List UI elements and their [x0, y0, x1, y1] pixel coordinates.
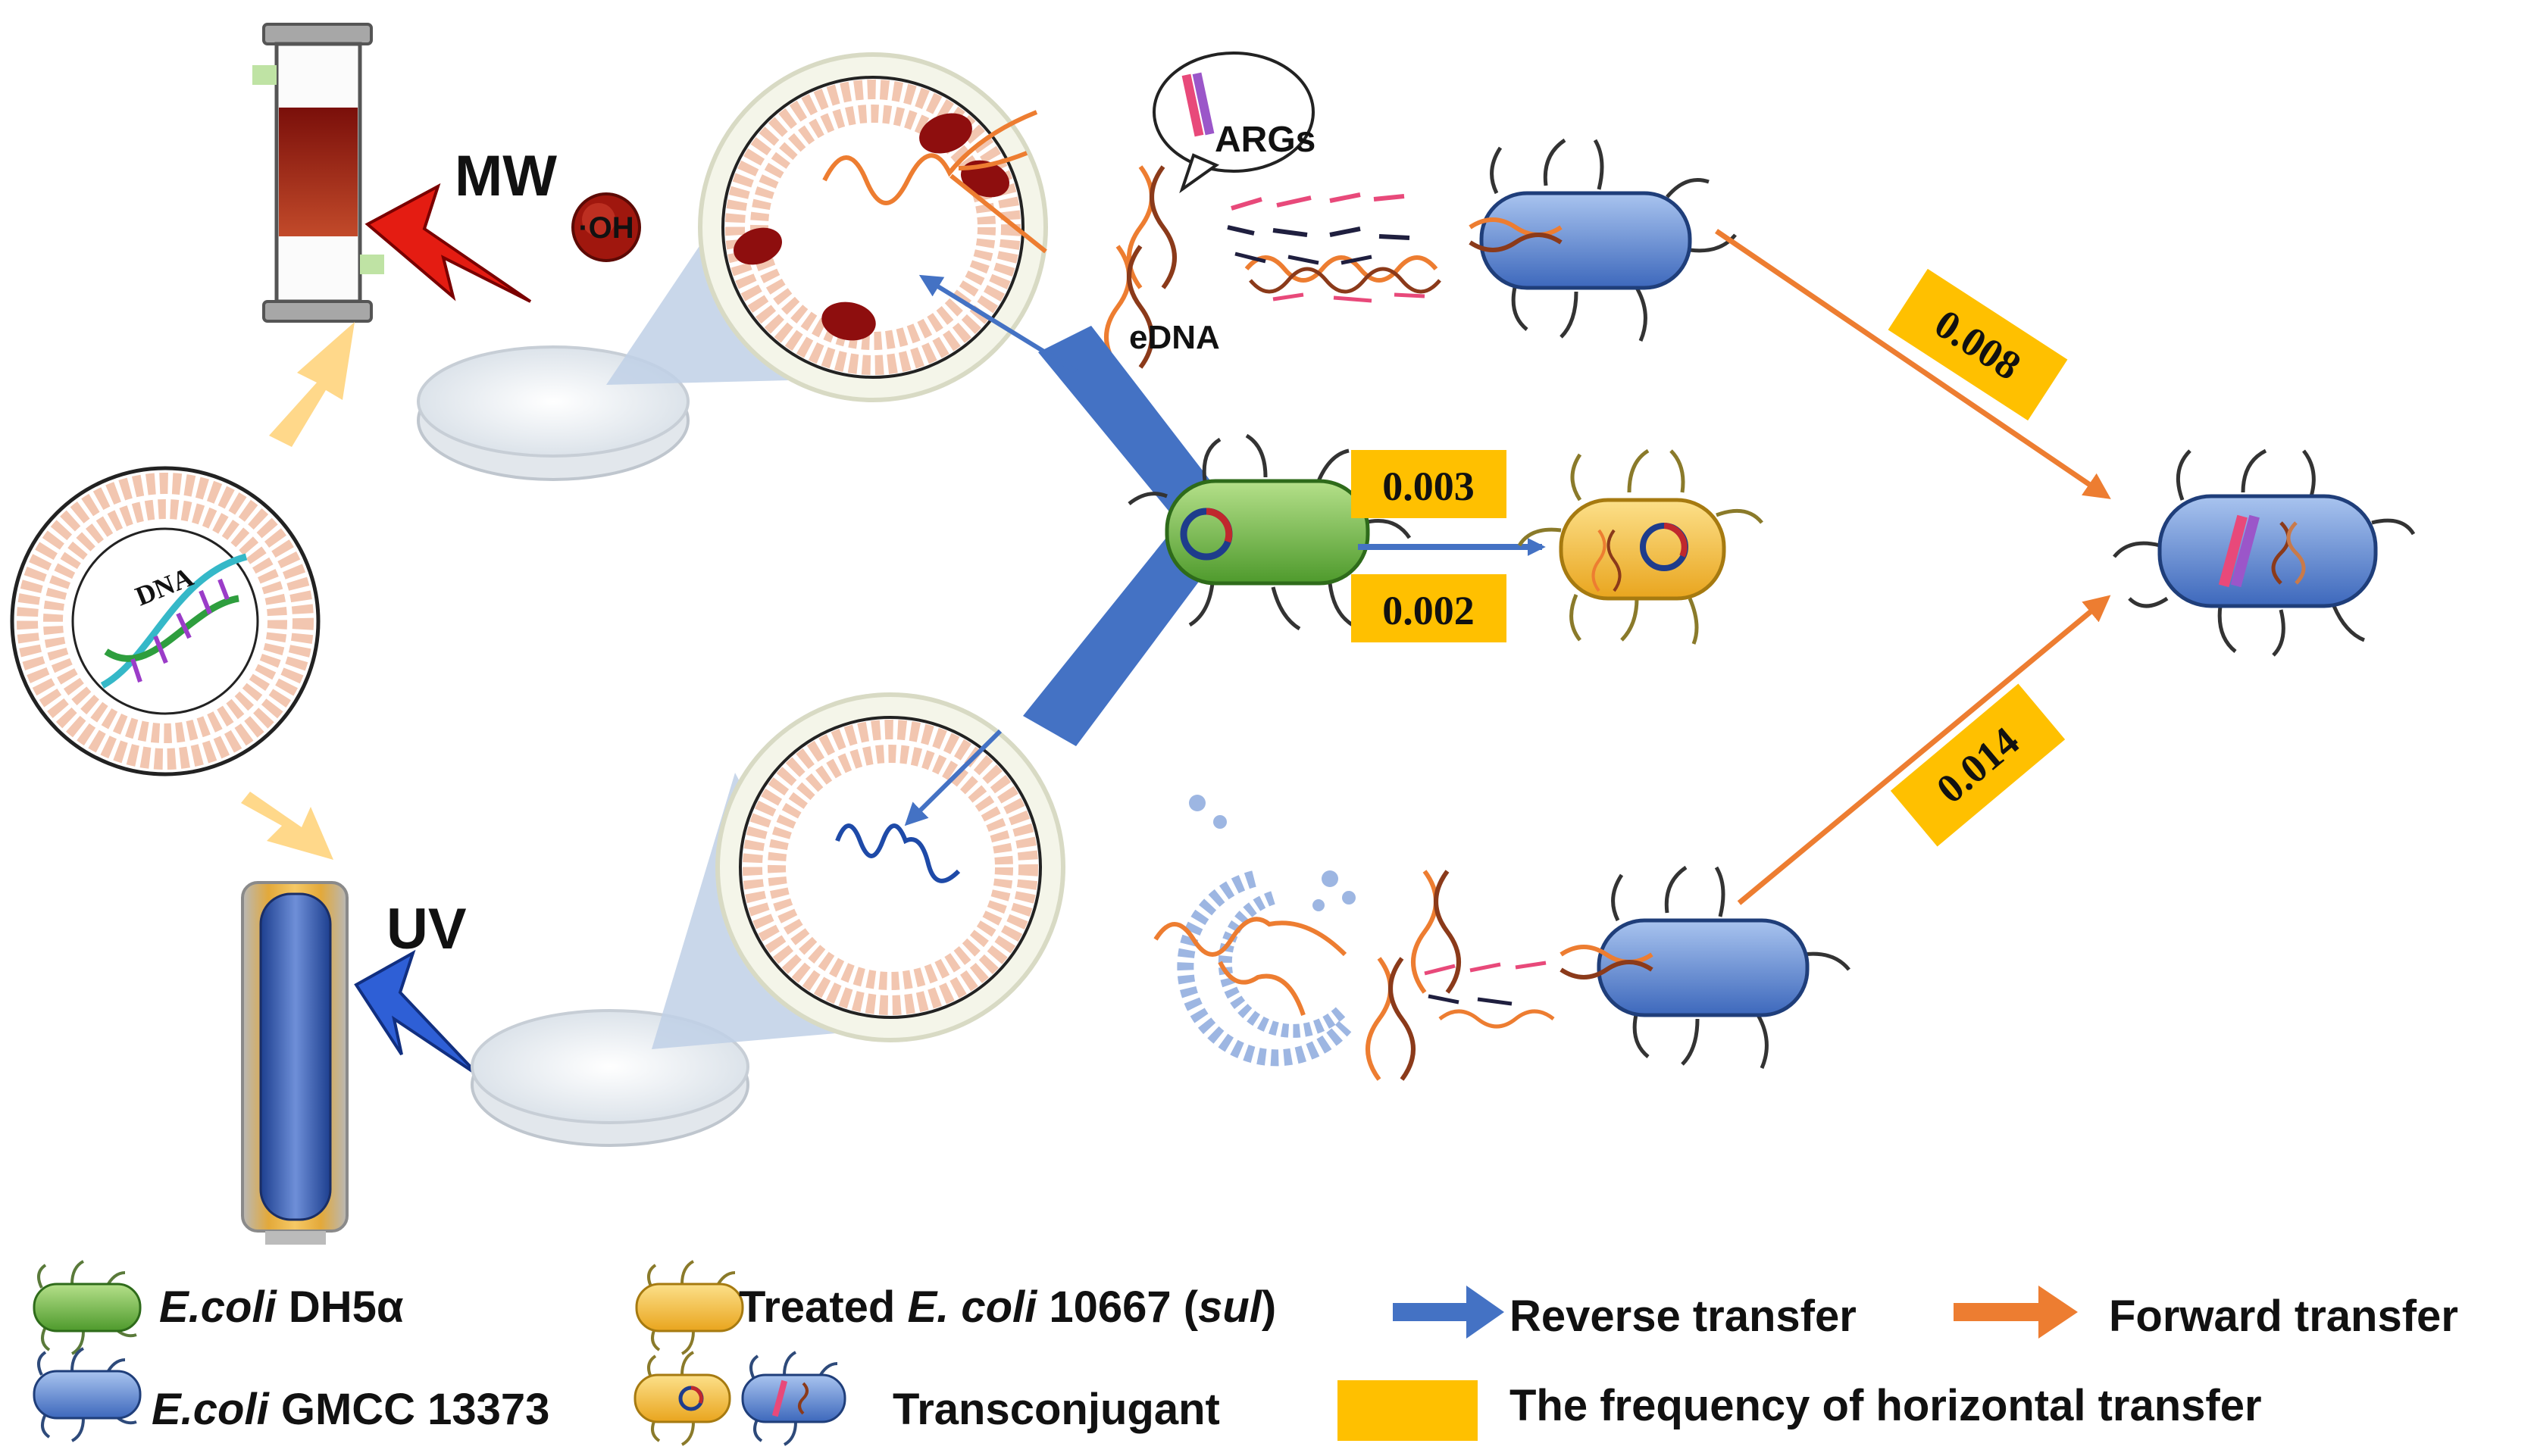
legend-treated-suffix: ) [1262, 1283, 1276, 1332]
forward-arrow-top [1715, 229, 2111, 499]
legend-transconjugant-swatch [741, 1351, 846, 1446]
donor-cell-dh5a [1128, 433, 1412, 631]
freq-box-reverse-upper: 0.003 [1351, 450, 1506, 518]
reverse-arrow-to-mw-liposome [918, 274, 1078, 373]
dna-liposome-icon: DNA [10, 466, 321, 776]
legend-gmcc-swatch [33, 1347, 142, 1442]
liposome-uv-zoom [715, 692, 1065, 1042]
legend-treated-strain: 10667 ( [1037, 1283, 1199, 1332]
legend-dh5a-strain: DH5α [277, 1283, 404, 1332]
legend-treated-plasmid-swatch [634, 1351, 731, 1446]
freq-reverse-lower: 0.002 [1382, 588, 1475, 633]
liposome-mw-zoom [698, 52, 1048, 402]
freq-reverse-upper: 0.003 [1382, 464, 1475, 509]
fragmented-dna-bottom-icon [1366, 870, 1555, 1081]
args-speech-bubble: ARGs [1153, 52, 1315, 194]
recipient-cell-top [1469, 138, 1737, 342]
yellow-arrow-down-icon [241, 792, 333, 860]
forward-arrow-bottom [1737, 595, 2111, 905]
uv-lamp-icon [241, 881, 349, 1245]
legend-frequency: The frequency of horizontal transfer [1509, 1381, 2262, 1430]
args-label: ARGs [1215, 120, 1315, 160]
legend-treated-gene: sul [1198, 1283, 1263, 1332]
legend-forward: Forward transfer [2109, 1292, 2458, 1341]
legend-treated-swatch [635, 1260, 744, 1355]
freq-box-reverse-lower: 0.002 [1351, 574, 1506, 642]
mw-label: MW [455, 144, 557, 208]
legend-dh5a: E.coli DH5α [159, 1283, 404, 1332]
legend-dh5a-species: E.coli [159, 1283, 278, 1332]
edna-label: eDNA [1129, 319, 1220, 356]
legend-treated-prefix: Treated [739, 1283, 907, 1332]
legend-forward-arrow-icon [1954, 1286, 2078, 1339]
oh-label: ·OH [578, 211, 634, 245]
legend-gmcc: E.coli GMCC 13373 [152, 1385, 549, 1434]
mw-lightning-icon [364, 183, 532, 303]
uv-lightning-icon [354, 949, 480, 1077]
reverse-arrow-to-uv-liposome [904, 729, 1003, 826]
legend: E.coli DH5α Treated E. coli 10667 (sul) … [33, 1260, 2458, 1446]
legend-reverse: Reverse transfer [1509, 1292, 1857, 1341]
microwave-reactor-icon [252, 23, 384, 323]
yellow-arrow-up-icon [269, 322, 355, 447]
recipient-cell-bottom [1560, 865, 1850, 1069]
legend-treated: Treated E. coli 10667 (sul) [739, 1283, 1276, 1332]
ruptured-liposome-icon [1153, 795, 1356, 1067]
treated-cell-10667 [1517, 448, 1763, 645]
legend-dh5a-swatch [33, 1260, 142, 1355]
petri-dish-mw-icon [417, 345, 690, 481]
edna-fragments-icon: eDNA [1104, 165, 1441, 369]
legend-frequency-swatch [1337, 1380, 1478, 1441]
legend-gmcc-species: E.coli [152, 1385, 271, 1434]
transconjugant-cell [2113, 448, 2416, 657]
hydroxyl-radical-icon: ·OH [571, 192, 641, 262]
legend-transconjugant: Transconjugant [893, 1385, 1220, 1434]
legend-treated-species: E. coli [907, 1283, 1038, 1332]
legend-gmcc-strain: GMCC 13373 [269, 1385, 550, 1434]
legend-reverse-arrow-icon [1393, 1286, 1504, 1339]
uv-label: UV [386, 897, 467, 961]
freq-box-forward-top: 0.008 [1888, 268, 2068, 421]
